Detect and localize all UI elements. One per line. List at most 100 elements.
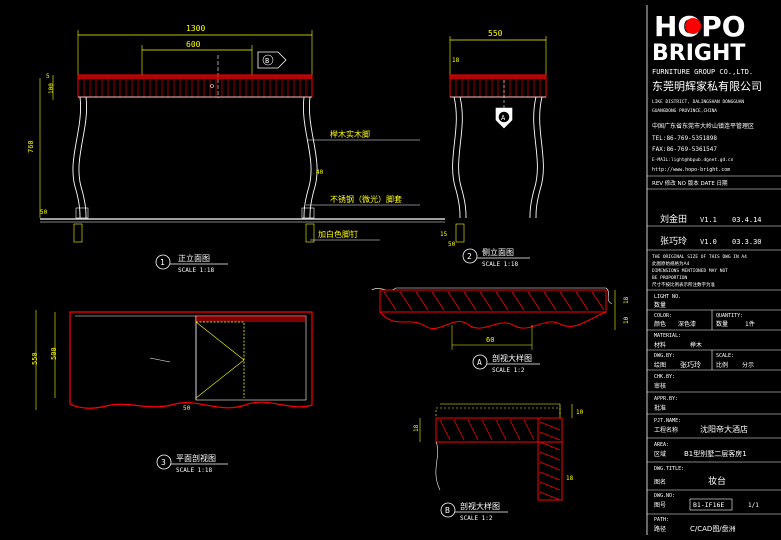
- logo-bright: BRIGHT: [652, 41, 745, 66]
- note-line-3: DIMENSIONS MENTIONED MAY NOT: [652, 268, 728, 274]
- viewB-scale: SCALE 1:2: [460, 515, 493, 522]
- section-b-marker: B: [265, 57, 269, 65]
- hatch-line: [539, 421, 561, 431]
- project-cn: 工程名称: [654, 426, 678, 434]
- dim-50-plan: 50: [183, 405, 191, 412]
- hatch-line: [453, 419, 465, 441]
- area-cn: 区域: [654, 450, 666, 458]
- rev2-date: 03.3.30: [732, 238, 762, 246]
- hatch-line: [481, 419, 493, 441]
- hatch-line: [539, 491, 561, 501]
- note-beech-leg: 榉木实木脚: [330, 129, 370, 139]
- dim-50-left: 50: [40, 209, 48, 216]
- section-a-marker: A: [501, 114, 506, 122]
- chk-by-label: CHK.BY:: [654, 374, 675, 380]
- chk-by-cn: 审核: [654, 382, 666, 390]
- dim-60: 60: [486, 336, 494, 344]
- hatch-line: [539, 481, 561, 491]
- rev1-name: 刘金田: [660, 213, 687, 225]
- detail-a-view: 18 10 60 A 剖视大样图 SCALE 1:2: [371, 287, 630, 374]
- quantity-value: 1件: [745, 320, 755, 328]
- note-line-2: 此图原始规格为A4: [652, 260, 690, 267]
- appr-by-cn: 批准: [654, 404, 666, 412]
- dwg-title-value: 妆台: [708, 475, 726, 487]
- hatch-line: [431, 291, 445, 311]
- dim-760: 760: [27, 140, 35, 153]
- detail-b-view: 18 10 18 B 剖视大样图 SCALE 1:2: [413, 403, 584, 522]
- address-1: LIKE DISTRICT, DALINGSHAN DONGGUAN: [652, 99, 744, 105]
- view2-number: 2: [467, 252, 472, 261]
- material-value: 榉木: [690, 341, 702, 349]
- view2-scale: SCALE 1:18: [482, 261, 519, 268]
- dwg-no-label: DWG.NO:: [654, 493, 675, 499]
- appr-by-label: APPR.BY:: [654, 396, 678, 402]
- page-number: 1/1: [748, 502, 759, 509]
- hatch-line: [511, 291, 525, 311]
- project-label: PJT.NAME:: [654, 418, 681, 424]
- hatch-line: [575, 291, 589, 311]
- area-value: B1型别墅二层客房1: [684, 449, 747, 458]
- rev2-name: 张巧玲: [660, 235, 687, 247]
- dim-50-side: 50: [448, 241, 456, 248]
- dim-18-b: 18: [413, 424, 420, 432]
- dim-10-b: 10: [576, 409, 584, 416]
- hatch-line: [479, 291, 493, 311]
- view1-scale: SCALE 1:18: [178, 267, 215, 274]
- rev1-date: 03.4.14: [732, 216, 762, 224]
- side-elevation-view: 550 18 A 15 50 2 侧立面图 SCALE 1:18: [440, 29, 547, 268]
- light-no-label: LIGHT NO.: [654, 294, 681, 300]
- company-name-en: FURNITURE GROUP CO.,LTD.: [652, 68, 753, 76]
- view3-number: 3: [161, 458, 166, 467]
- note-white-nail: 加白色脚钉: [318, 229, 358, 239]
- address-2: GUANGDONG PROVINCE,CHINA: [652, 108, 717, 114]
- dim-15: 15: [440, 231, 448, 238]
- email: E-MAIL:light@hbpub.dgnet.gd.cn: [652, 157, 734, 163]
- dim-550-plan: 550: [31, 352, 39, 365]
- color-value: 深色漆: [678, 320, 696, 328]
- hatch-line: [495, 419, 507, 441]
- viewB-title: 剖视大样图: [460, 501, 500, 511]
- material-label: MATERIAL:: [654, 333, 681, 339]
- project-value: 沈阳帝大酒店: [700, 424, 748, 434]
- color-label: COLOR:: [654, 313, 672, 319]
- hatch-line: [467, 419, 479, 441]
- hatch-line: [383, 291, 397, 311]
- path-cn: 路径: [654, 525, 666, 533]
- area-label: AREA:: [654, 442, 669, 448]
- hatch-line: [539, 451, 561, 461]
- website: http://www.hopo-bright.com: [652, 167, 730, 173]
- hatch-line: [539, 431, 561, 441]
- color-cn: 颜色: [654, 320, 666, 328]
- logo-red-dot-icon: [685, 18, 701, 34]
- dwg-by-label: DWG.BY:: [654, 353, 675, 359]
- hatch-line: [399, 291, 413, 311]
- rev2-version: V1.0: [700, 238, 717, 246]
- hatch-line: [539, 441, 561, 451]
- view1-title: 正立面图: [178, 253, 210, 263]
- material-cn: 材料: [654, 341, 666, 349]
- hatch-line: [509, 419, 521, 441]
- hatch-line: [591, 291, 605, 311]
- scale-value: 分示: [742, 361, 754, 369]
- hatch-line: [495, 291, 509, 311]
- hatch-line: [447, 291, 461, 311]
- hatch-line: [523, 419, 535, 441]
- dwg-title-label: DWG.TITLE:: [654, 466, 684, 472]
- note-line-1: THE ORIGINAL SIZE OF THIS DWG IN A4: [652, 254, 747, 260]
- front-elevation-view: 1300 600 B 760 100 5 50: [27, 24, 445, 274]
- title-block: HOPO BRIGHT FURNITURE GROUP CO.,LTD. 东莞明…: [646, 5, 781, 535]
- dwg-by-value: 张巧玲: [680, 360, 701, 369]
- note-line-5: 尺寸不按比例表示所注数字为准: [652, 281, 715, 288]
- note-steel-cap: 不锈钢（微光）脚套: [330, 194, 402, 204]
- address-cn: 中国广东省东莞市大岭山镇连平管理区: [652, 122, 754, 130]
- hatch-line: [543, 291, 557, 311]
- dim-500-plan: 500: [50, 347, 58, 360]
- viewA-scale: SCALE 1:2: [492, 367, 525, 374]
- dwg-title-cn: 图名: [654, 478, 666, 486]
- light-no-cn: 数量: [654, 301, 666, 309]
- viewA-title: 剖视大样图: [492, 353, 532, 363]
- viewA-number: A: [477, 358, 482, 367]
- view2-title: 侧立面图: [482, 247, 514, 257]
- hatch-line: [527, 291, 541, 311]
